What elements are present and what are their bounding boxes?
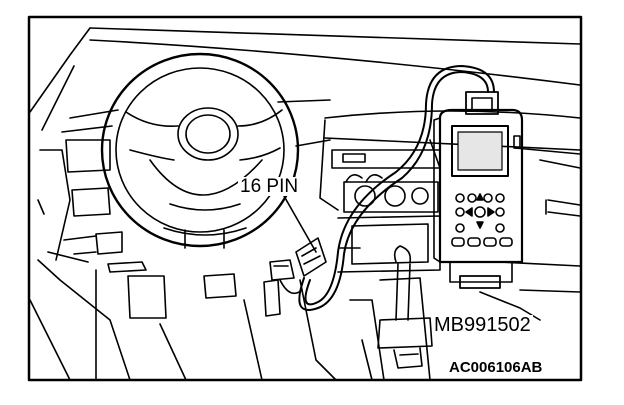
connector-label: 16 PIN	[238, 176, 301, 197]
steering-wheel	[100, 52, 300, 249]
door-panel	[29, 27, 131, 381]
center-console	[319, 119, 441, 273]
dashboard-outline	[89, 27, 581, 293]
connector-leader	[283, 195, 317, 253]
figure-frame	[27, 15, 583, 382]
tool-cable	[298, 65, 495, 311]
tool-leader	[479, 291, 541, 321]
gear-shifter	[299, 245, 433, 381]
tool-part-label: MB991502	[432, 314, 533, 336]
figure-code-label: AC006106AB	[447, 359, 545, 376]
pedals	[63, 231, 281, 381]
scan-tool	[433, 91, 524, 289]
